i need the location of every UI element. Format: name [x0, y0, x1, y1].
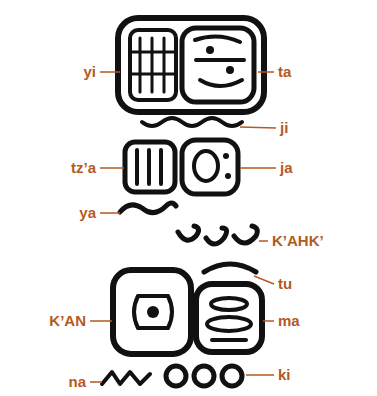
glyph-drawing — [102, 18, 264, 386]
glyph-label: K’AHK’ — [272, 232, 324, 250]
glyph-label: tu — [278, 275, 292, 293]
glyph-label: ji — [280, 119, 288, 137]
glyph-label: ta — [278, 63, 291, 81]
glyph-label: ma — [278, 312, 300, 330]
glyph-label: ja — [280, 159, 293, 177]
glyph-label: na — [68, 373, 86, 391]
leader-lines — [90, 72, 276, 382]
glyph-label: ya — [79, 204, 96, 222]
glyph-label: ki — [278, 366, 291, 384]
glyph-label: tz’a — [71, 159, 96, 177]
glyph-label: yi — [83, 63, 96, 81]
glyph-label: K’AN — [49, 312, 86, 330]
